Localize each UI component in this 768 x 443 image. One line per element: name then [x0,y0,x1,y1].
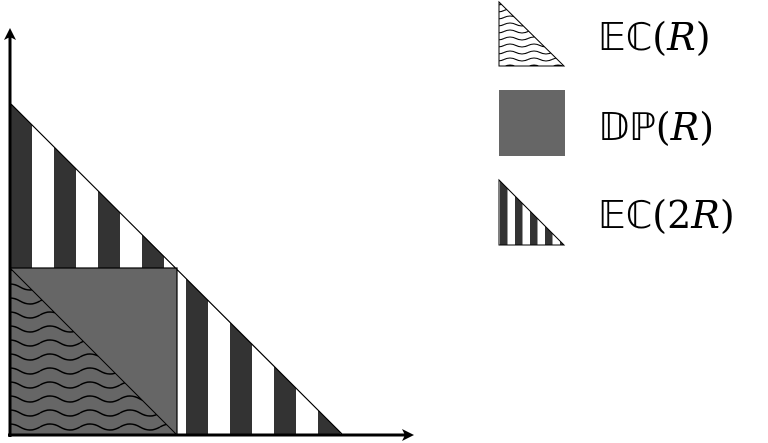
legend-swatch-dp-r [499,90,565,156]
legend-swatch-ec-2r [498,178,566,246]
ec-2r-boundary [9,102,344,436]
legend-label-ec-r: 𝔼ℂ(R) [598,15,711,59]
legend-swatch-ec-r [498,0,566,67]
legend-label-dp-r: 𝔻ℙ(R) [598,105,714,149]
legend-label-ec-2r: 𝔼ℂ(2R) [598,193,735,237]
